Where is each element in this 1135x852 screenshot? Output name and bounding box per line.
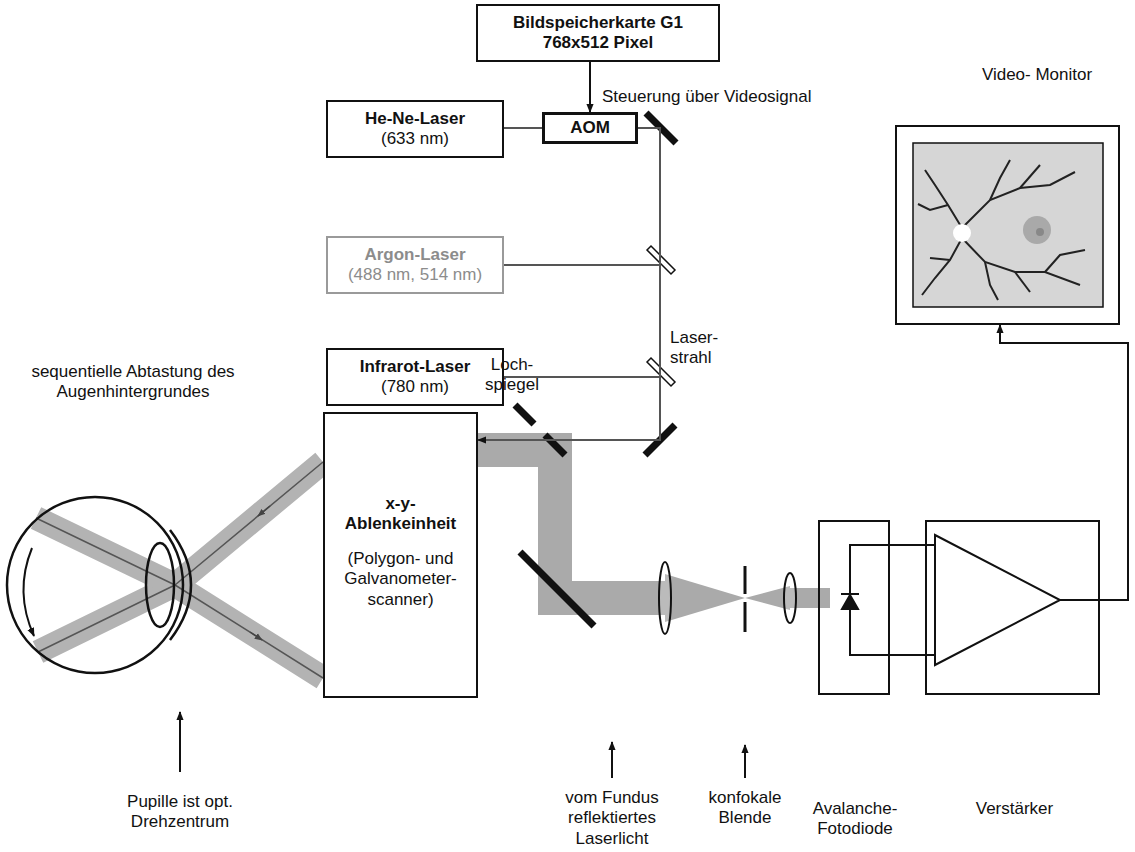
annotation-label: Loch- spiegel bbox=[478, 355, 546, 396]
signal-line bbox=[1000, 325, 1128, 600]
annotation-label: konfokale Blende bbox=[700, 788, 790, 829]
reflected-beam bbox=[478, 450, 830, 622]
node-title: He-Ne-Laser bbox=[365, 109, 465, 129]
laser-box: Infrarot-Laser(780 nm) bbox=[326, 348, 504, 406]
signal-line bbox=[504, 127, 542, 129]
node-detail: (Polygon- und Galvanometer- scanner) bbox=[333, 549, 468, 610]
fundus-image bbox=[913, 143, 1103, 307]
photodiode-box: Avalanche- Fotodiode bbox=[818, 520, 890, 695]
signal-line bbox=[890, 544, 925, 546]
node-detail: (633 nm) bbox=[381, 129, 449, 149]
node-title: AOM bbox=[570, 118, 610, 138]
node-title: Bildspeicherkarte G1 bbox=[513, 13, 683, 33]
laser-box: He-Ne-Laser(633 nm) bbox=[326, 100, 504, 158]
node-detail: (488 nm, 514 nm) bbox=[348, 265, 482, 285]
confocal-aperture bbox=[744, 566, 747, 632]
amplifier-box: Verstärker bbox=[925, 520, 1100, 695]
node-title: Avalanche- Fotodiode bbox=[795, 799, 915, 840]
annotation-label: vom Fundus reflektiertes Laserlicht bbox=[547, 788, 677, 849]
scanner-box: x-y-Ablenkeinheit (Polygon- und Galvanome… bbox=[323, 412, 478, 698]
lenses bbox=[659, 562, 796, 634]
annotation-label: Laser- strahl bbox=[670, 328, 732, 369]
node-title: Infrarot-Laser bbox=[360, 357, 471, 377]
signal-line bbox=[589, 62, 591, 112]
node-title: Video- Monitor bbox=[937, 65, 1135, 85]
laser-beam bbox=[478, 128, 660, 440]
node-detail: (780 nm) bbox=[381, 377, 449, 397]
annotation-label: Pupille ist opt. Drehzentrum bbox=[105, 792, 255, 833]
modulator-box: AOM bbox=[542, 112, 638, 144]
photodiode-symbol bbox=[841, 545, 935, 655]
pointer-arrows bbox=[180, 712, 745, 778]
node-title: Argon-Laser bbox=[364, 245, 465, 265]
mirrors bbox=[515, 113, 676, 626]
eye bbox=[7, 497, 191, 673]
amplifier-symbol bbox=[925, 535, 1100, 665]
node-title: Verstärker bbox=[927, 799, 1102, 819]
node-title: x-y-Ablenkeinheit bbox=[333, 494, 468, 535]
monitor-box: Video- Monitor bbox=[895, 125, 1120, 325]
annotation-label: sequentielle Abtastung des Augenhintergr… bbox=[2, 362, 264, 403]
node-detail: 768x512 Pixel bbox=[543, 33, 654, 53]
laser-box: Argon-Laser(488 nm, 514 nm) bbox=[326, 236, 504, 294]
memory-card-box: Bildspeicherkarte G1768x512 Pixel bbox=[476, 4, 720, 62]
scan-beams bbox=[36, 462, 323, 678]
edge-label: Steuerung über Videosignal bbox=[600, 87, 814, 107]
